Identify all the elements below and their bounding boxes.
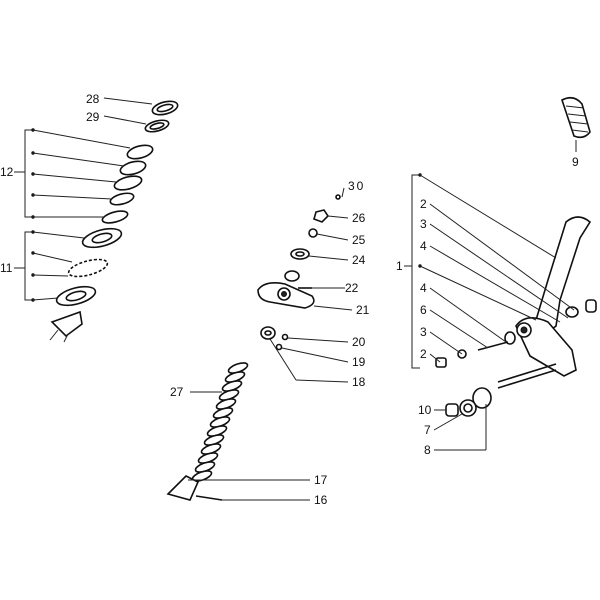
label-2-upper: 2: [420, 197, 427, 211]
label-20: 20: [352, 335, 366, 349]
label-19: 19: [352, 355, 366, 369]
label-3-upper: 3: [420, 217, 427, 231]
label-11: 11: [0, 261, 13, 275]
label-1: 1: [396, 259, 403, 273]
label-8: 8: [424, 443, 431, 457]
label-28: 28: [86, 92, 100, 106]
label-18: 18: [352, 375, 366, 389]
label-4-upper: 4: [420, 239, 427, 253]
label-9: 9: [572, 155, 579, 169]
label-21: 21: [356, 303, 370, 317]
bracket-1: [404, 173, 557, 369]
label-24: 24: [352, 253, 366, 267]
label-6: 6: [420, 303, 427, 317]
label-12: 12: [0, 165, 14, 179]
middle-hardware: [257, 194, 341, 351]
label-25: 25: [352, 233, 366, 247]
label-30: 30: [348, 179, 365, 193]
spring-27: [166, 362, 249, 501]
steering-bearing-stack: [49, 100, 179, 343]
label-4-lower: 4: [420, 281, 427, 295]
lever-assembly: [435, 216, 597, 417]
bracket-12: [14, 128, 131, 219]
bracket-11: [14, 230, 85, 302]
label-10: 10: [418, 403, 432, 417]
label-2-lower: 2: [420, 347, 427, 361]
label-7: 7: [424, 423, 431, 437]
label-16: 16: [314, 493, 328, 507]
label-29: 29: [86, 110, 100, 124]
label-17: 17: [314, 473, 328, 487]
label-22: 22: [345, 281, 359, 295]
label-26: 26: [352, 211, 366, 225]
label-3-lower: 3: [420, 325, 427, 339]
label-27: 27: [170, 385, 184, 399]
grip-9: [561, 96, 591, 152]
